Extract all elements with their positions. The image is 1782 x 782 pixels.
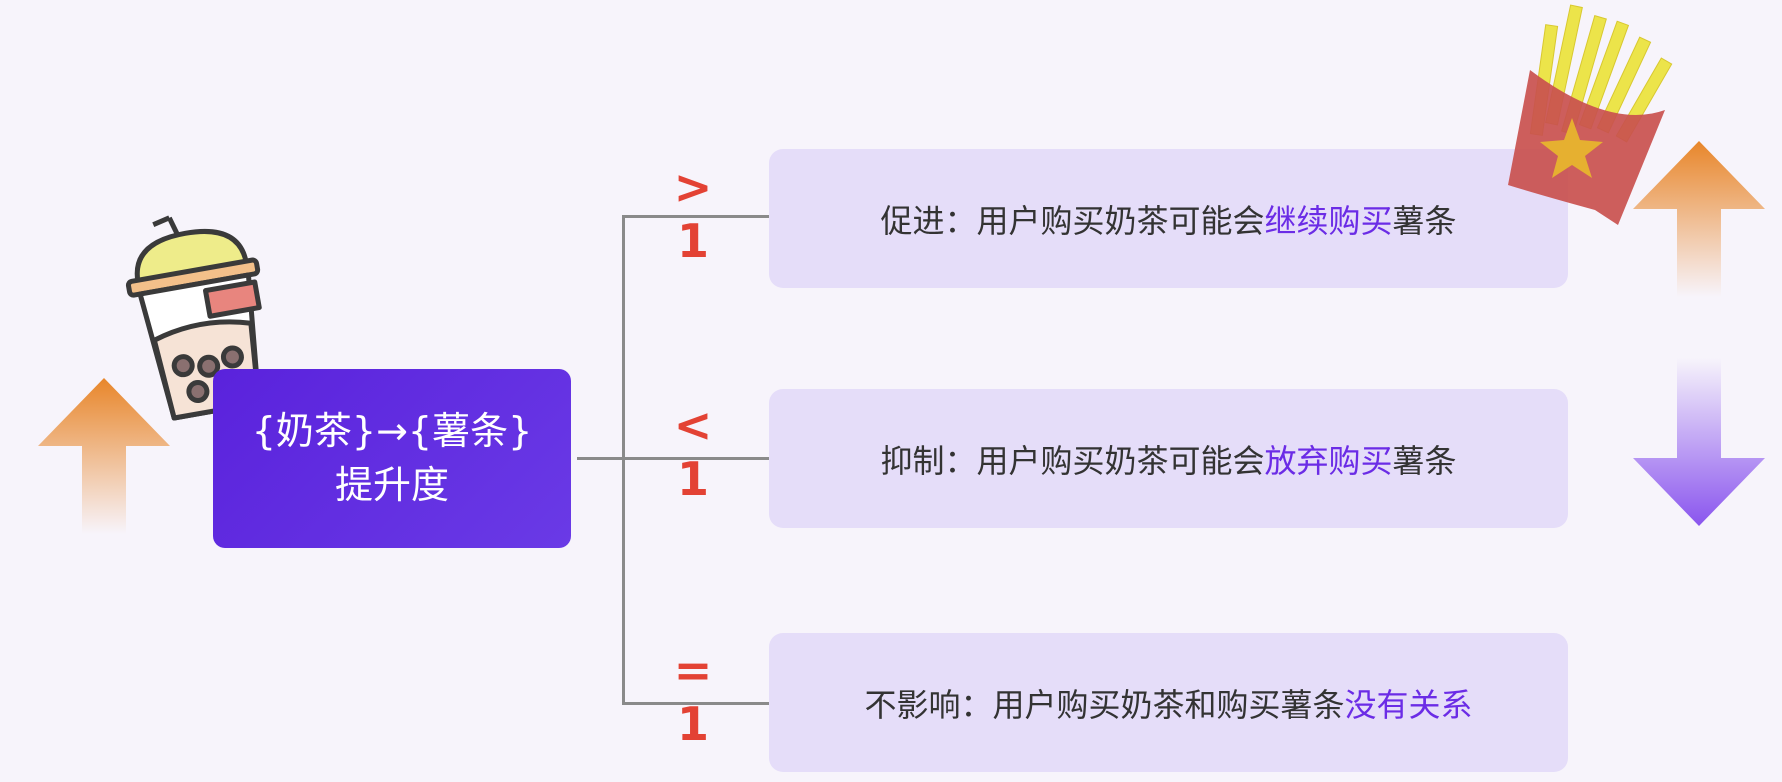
french-fries-icon xyxy=(1508,4,1673,225)
up-arrow-icon xyxy=(38,378,170,534)
branch-line-2 xyxy=(622,457,769,460)
branch-suffix: 薯条 xyxy=(1392,201,1457,240)
label-greater-than-1: > 1 xyxy=(673,160,713,268)
connector-line xyxy=(577,457,623,460)
branch-line-3 xyxy=(622,702,769,705)
decrease-arrow-icon xyxy=(1633,358,1765,526)
branch-highlight: 继续购买 xyxy=(1264,201,1393,240)
branch-box-promote: 促进：用户购买奶茶可能会继续购买薯条 xyxy=(769,149,1568,288)
branch-line-1 xyxy=(622,215,769,218)
branch-highlight: 没有关系 xyxy=(1344,685,1473,724)
lift-node: {奶茶}→{薯条} 提升度 xyxy=(213,369,571,548)
branch-text: 不影响：用户购买奶茶和购买薯条 xyxy=(864,685,1345,724)
branch-text: 促进：用户购买奶茶可能会 xyxy=(880,201,1265,240)
branch-box-inhibit: 抑制：用户购买奶茶可能会放弃购买薯条 xyxy=(769,389,1568,528)
label-equal-1: = 1 xyxy=(673,643,713,751)
label-less-than-1: < 1 xyxy=(673,398,713,506)
milk-tea-icon xyxy=(125,215,262,421)
branch-highlight: 放弃购买 xyxy=(1264,441,1393,480)
bracket-line xyxy=(622,215,625,705)
branch-text: 抑制：用户购买奶茶可能会 xyxy=(880,441,1265,480)
branch-box-neutral: 不影响：用户购买奶茶和购买薯条没有关系 xyxy=(769,633,1568,772)
increase-arrow-icon xyxy=(1633,141,1765,297)
lift-title: {奶茶}→{薯条} xyxy=(251,409,533,454)
branch-suffix: 薯条 xyxy=(1392,441,1457,480)
lift-subtitle: 提升度 xyxy=(334,462,449,507)
